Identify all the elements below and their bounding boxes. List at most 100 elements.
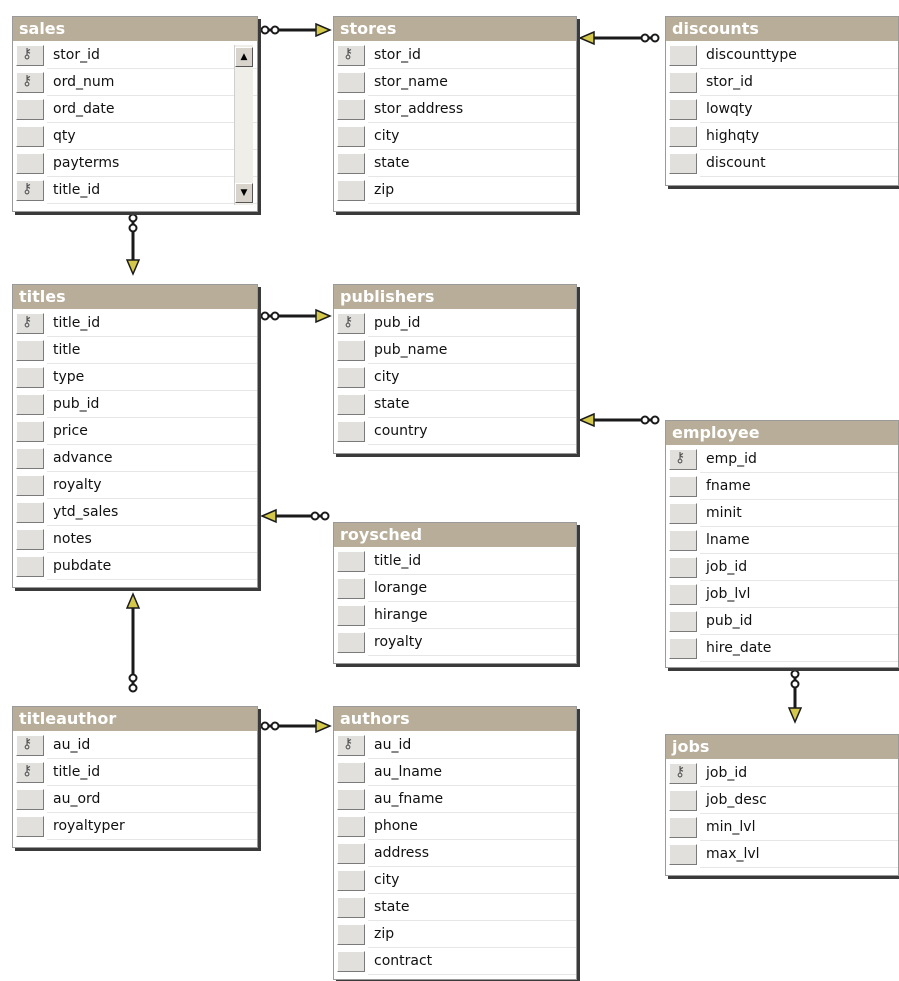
- row-selector[interactable]: [669, 72, 697, 93]
- column-row[interactable]: zip: [334, 921, 576, 948]
- column-row[interactable]: city: [334, 867, 576, 894]
- row-selector[interactable]: [337, 180, 365, 201]
- row-selector[interactable]: [337, 153, 365, 174]
- row-selector[interactable]: [16, 99, 44, 120]
- column-row[interactable]: price: [13, 418, 257, 445]
- table-title[interactable]: sales: [13, 17, 257, 42]
- row-selector[interactable]: [16, 180, 44, 201]
- row-selector[interactable]: [337, 367, 365, 388]
- rel-sales-titles[interactable]: [125, 213, 141, 276]
- column-row[interactable]: ⚷title_id: [13, 177, 257, 204]
- column-row[interactable]: state: [334, 894, 576, 921]
- row-selector[interactable]: [16, 367, 44, 388]
- table-title[interactable]: titles: [13, 285, 257, 310]
- row-selector[interactable]: [16, 421, 44, 442]
- row-selector[interactable]: [16, 126, 44, 147]
- row-selector[interactable]: [669, 530, 697, 551]
- scroll-up-button[interactable]: ▲: [235, 47, 253, 67]
- row-selector[interactable]: [337, 762, 365, 783]
- row-selector[interactable]: [337, 99, 365, 120]
- column-row[interactable]: minit: [666, 500, 898, 527]
- column-row[interactable]: advance: [13, 445, 257, 472]
- row-selector[interactable]: [669, 817, 697, 838]
- column-row[interactable]: title_id: [334, 548, 576, 575]
- column-row[interactable]: royaltyper: [13, 813, 257, 840]
- scroll-down-button[interactable]: ▼: [235, 183, 253, 203]
- row-selector[interactable]: [669, 638, 697, 659]
- row-selector[interactable]: [337, 605, 365, 626]
- column-row[interactable]: title: [13, 337, 257, 364]
- row-selector[interactable]: [669, 844, 697, 865]
- row-selector[interactable]: [337, 951, 365, 972]
- row-selector[interactable]: [337, 578, 365, 599]
- column-row[interactable]: notes: [13, 526, 257, 553]
- rel-sales-stores[interactable]: [260, 22, 332, 38]
- table-title[interactable]: publishers: [334, 285, 576, 310]
- table-title[interactable]: jobs: [666, 735, 898, 760]
- column-row[interactable]: au_ord: [13, 786, 257, 813]
- row-selector[interactable]: [337, 394, 365, 415]
- row-selector[interactable]: [16, 502, 44, 523]
- column-row[interactable]: ⚷pub_id: [334, 310, 576, 337]
- column-row[interactable]: ⚷stor_id: [334, 42, 576, 69]
- row-selector[interactable]: [337, 870, 365, 891]
- column-row[interactable]: fname: [666, 473, 898, 500]
- row-selector[interactable]: [337, 340, 365, 361]
- row-selector[interactable]: [669, 476, 697, 497]
- row-selector[interactable]: [16, 45, 44, 66]
- table-title[interactable]: employee: [666, 421, 898, 446]
- row-selector[interactable]: [337, 551, 365, 572]
- row-selector[interactable]: [337, 126, 365, 147]
- column-row[interactable]: lname: [666, 527, 898, 554]
- table-title[interactable]: roysched: [334, 523, 576, 548]
- column-row[interactable]: address: [334, 840, 576, 867]
- column-row[interactable]: pub_name: [334, 337, 576, 364]
- row-selector[interactable]: [16, 529, 44, 550]
- column-row[interactable]: ⚷ord_num: [13, 69, 257, 96]
- column-row[interactable]: phone: [334, 813, 576, 840]
- column-row[interactable]: stor_address: [334, 96, 576, 123]
- column-row[interactable]: zip: [334, 177, 576, 204]
- row-selector[interactable]: [669, 790, 697, 811]
- column-row[interactable]: min_lvl: [666, 814, 898, 841]
- table-title[interactable]: discounts: [666, 17, 898, 42]
- column-row[interactable]: ⚷au_id: [13, 732, 257, 759]
- row-selector[interactable]: [16, 72, 44, 93]
- column-row[interactable]: hire_date: [666, 635, 898, 662]
- row-selector[interactable]: [16, 789, 44, 810]
- column-row[interactable]: au_lname: [334, 759, 576, 786]
- row-selector[interactable]: [337, 924, 365, 945]
- row-selector[interactable]: [16, 556, 44, 577]
- row-selector[interactable]: [16, 394, 44, 415]
- column-row[interactable]: city: [334, 364, 576, 391]
- row-selector[interactable]: [16, 475, 44, 496]
- rel-titleauthor-authors[interactable]: [260, 718, 332, 734]
- row-selector[interactable]: [337, 789, 365, 810]
- rel-publishers-employee[interactable]: [578, 412, 660, 428]
- column-row[interactable]: pub_id: [13, 391, 257, 418]
- row-selector[interactable]: [669, 557, 697, 578]
- column-row[interactable]: job_desc: [666, 787, 898, 814]
- column-row[interactable]: ord_date: [13, 96, 257, 123]
- row-selector[interactable]: [16, 448, 44, 469]
- column-row[interactable]: ⚷au_id: [334, 732, 576, 759]
- column-row[interactable]: payterms: [13, 150, 257, 177]
- rel-titles-titleauthor[interactable]: [125, 592, 141, 693]
- column-row[interactable]: lowqty: [666, 96, 898, 123]
- table-title[interactable]: authors: [334, 707, 576, 732]
- row-selector[interactable]: [16, 340, 44, 361]
- row-selector[interactable]: [337, 313, 365, 334]
- row-selector[interactable]: [337, 843, 365, 864]
- column-row[interactable]: pub_id: [666, 608, 898, 635]
- rel-employee-jobs[interactable]: [787, 668, 803, 724]
- column-row[interactable]: contract: [334, 948, 576, 975]
- column-row[interactable]: city: [334, 123, 576, 150]
- column-row[interactable]: state: [334, 391, 576, 418]
